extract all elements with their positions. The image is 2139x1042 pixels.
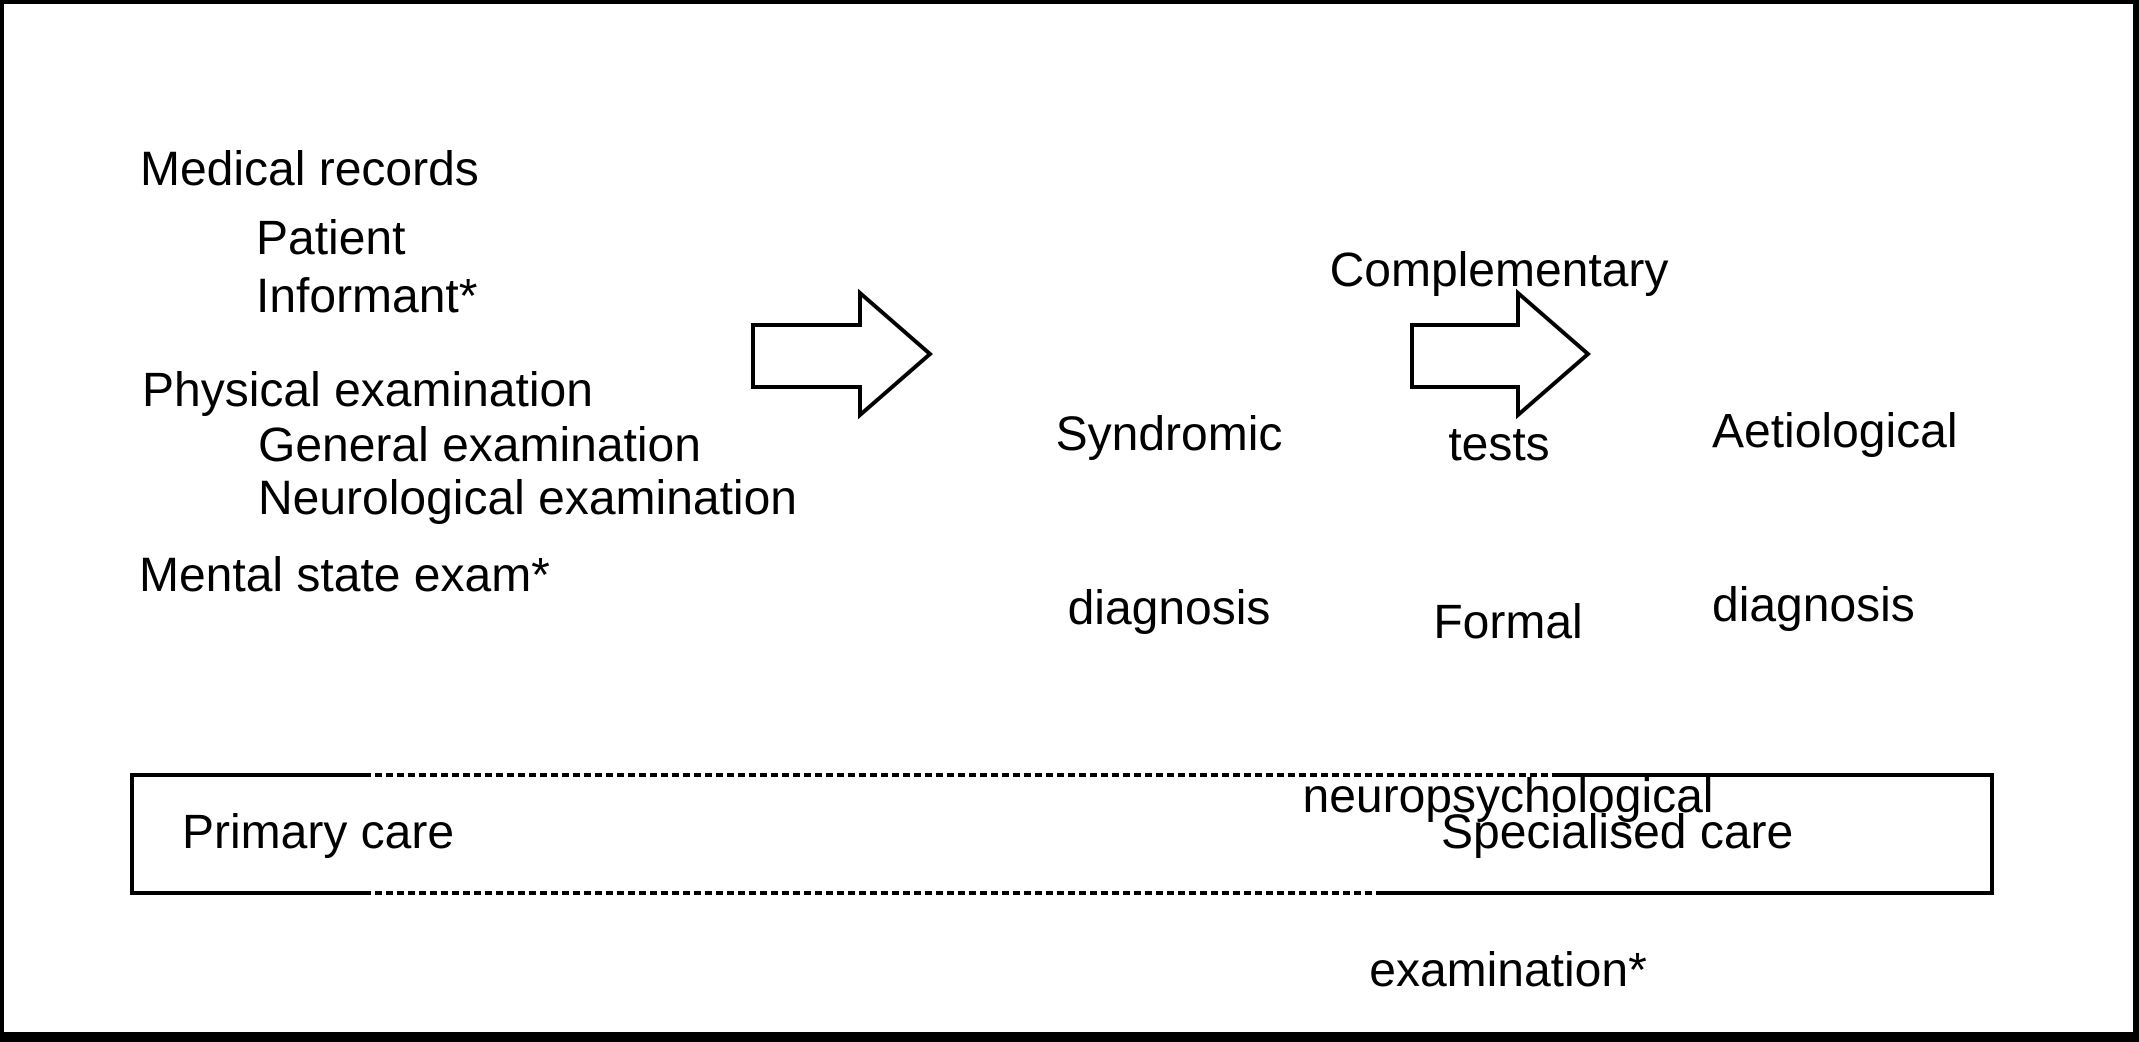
node-formal-line2: neuropsychological xyxy=(1302,770,1714,823)
label-physical-examination: Physical examination xyxy=(142,364,593,417)
node-formal-line3: examination* xyxy=(1369,944,1647,997)
node-formal-neuropsych-exam: Formal neuropsychological examination* xyxy=(1248,478,1768,1042)
node-aetiological-diagnosis: Aetiological diagnosis xyxy=(1712,287,1957,751)
label-general-examination: General examination xyxy=(258,419,701,472)
label-primary-care: Primary care xyxy=(182,806,455,859)
node-aetiological-line1: Aetiological xyxy=(1712,405,1958,458)
node-complementary-tests: Complementary tests xyxy=(1289,126,1709,590)
label-patient: Patient xyxy=(256,212,406,265)
node-syndromic-line2: diagnosis xyxy=(1067,582,1271,635)
node-complementary-line1: Complementary xyxy=(1329,244,1669,297)
care-band-box xyxy=(130,773,1994,895)
node-complementary-line2: tests xyxy=(1448,418,1550,471)
node-formal-line1: Formal xyxy=(1433,596,1583,649)
label-specialised-care: Specialised care xyxy=(1441,806,1794,859)
arrow-right-icon xyxy=(751,288,934,420)
node-aetiological-line2: diagnosis xyxy=(1712,579,1915,632)
arrow-right-icon xyxy=(1410,288,1592,420)
label-mental-state-exam: Mental state exam* xyxy=(139,549,550,602)
label-neurological-examination: Neurological examination xyxy=(258,472,797,525)
label-medical-records: Medical records xyxy=(140,143,479,196)
node-syndromic-diagnosis: Syndromic diagnosis xyxy=(969,290,1369,754)
label-informant: Informant* xyxy=(256,270,478,323)
node-syndromic-line1: Syndromic xyxy=(1055,408,1283,461)
